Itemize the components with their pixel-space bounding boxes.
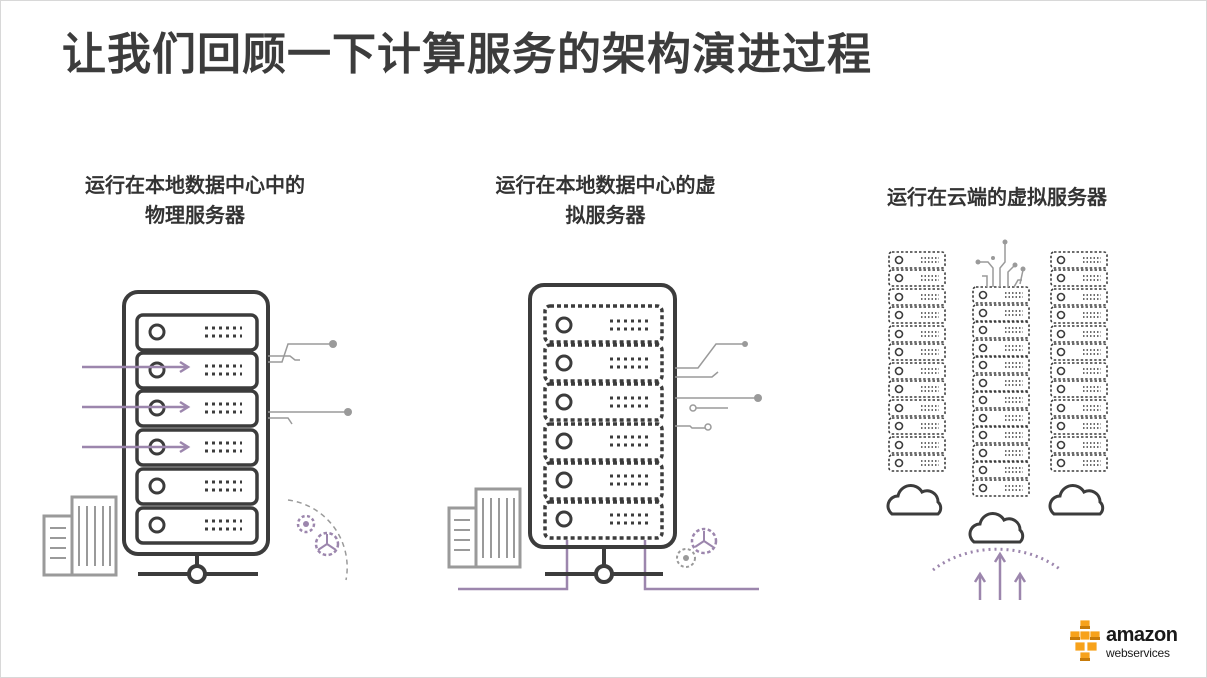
circuit-lines-icon [975,239,1026,288]
virtual-server-rack-icon [528,283,677,584]
building-icon [447,487,522,569]
server-stack-right-icon [1050,251,1108,472]
caption-physical-server: 运行在本地数据中心中的 物理服务器 [70,170,320,230]
cloud-server-illustration [886,239,1108,600]
cloud-icon [886,484,943,516]
gears-icon [676,527,718,568]
aws-logo-subtext: webservices [1106,646,1170,660]
arrow-icon [82,360,191,454]
virtual-server-illustration [447,283,762,591]
aws-cubes-icon [1069,619,1101,662]
server-stack-middle-icon [972,286,1030,497]
physical-server-illustration [42,290,352,584]
gears-icon [287,499,348,581]
network-lines-icon [458,540,759,591]
aws-logo-word: amazon [1106,624,1178,646]
circuit-lines-icon [675,341,762,431]
caption-cloud-server: 运行在云端的虚拟服务器 [872,182,1122,212]
caption-line: 物理服务器 [145,203,245,227]
server-stack-left-icon [888,251,946,472]
cloud-icon [1048,484,1105,516]
up-arrow-icon [973,551,1027,600]
caption-line: 运行在云端的虚拟服务器 [887,185,1107,209]
caption-line: 拟服务器 [565,203,646,227]
circuit-lines-icon [268,340,352,425]
caption-line: 运行在本地数据中心中的 [85,173,305,197]
slide-title: 让我们回顾一下计算服务的架构演进过程 [62,29,872,80]
building-icon [42,495,118,577]
cloud-icon [968,512,1025,544]
server-rack-icon [122,290,270,584]
aws-logo: amazon webservices [1068,618,1188,662]
caption-virtual-server: 运行在本地数据中心的虚 拟服务器 [478,170,733,230]
caption-line: 运行在本地数据中心的虚 [495,173,716,197]
